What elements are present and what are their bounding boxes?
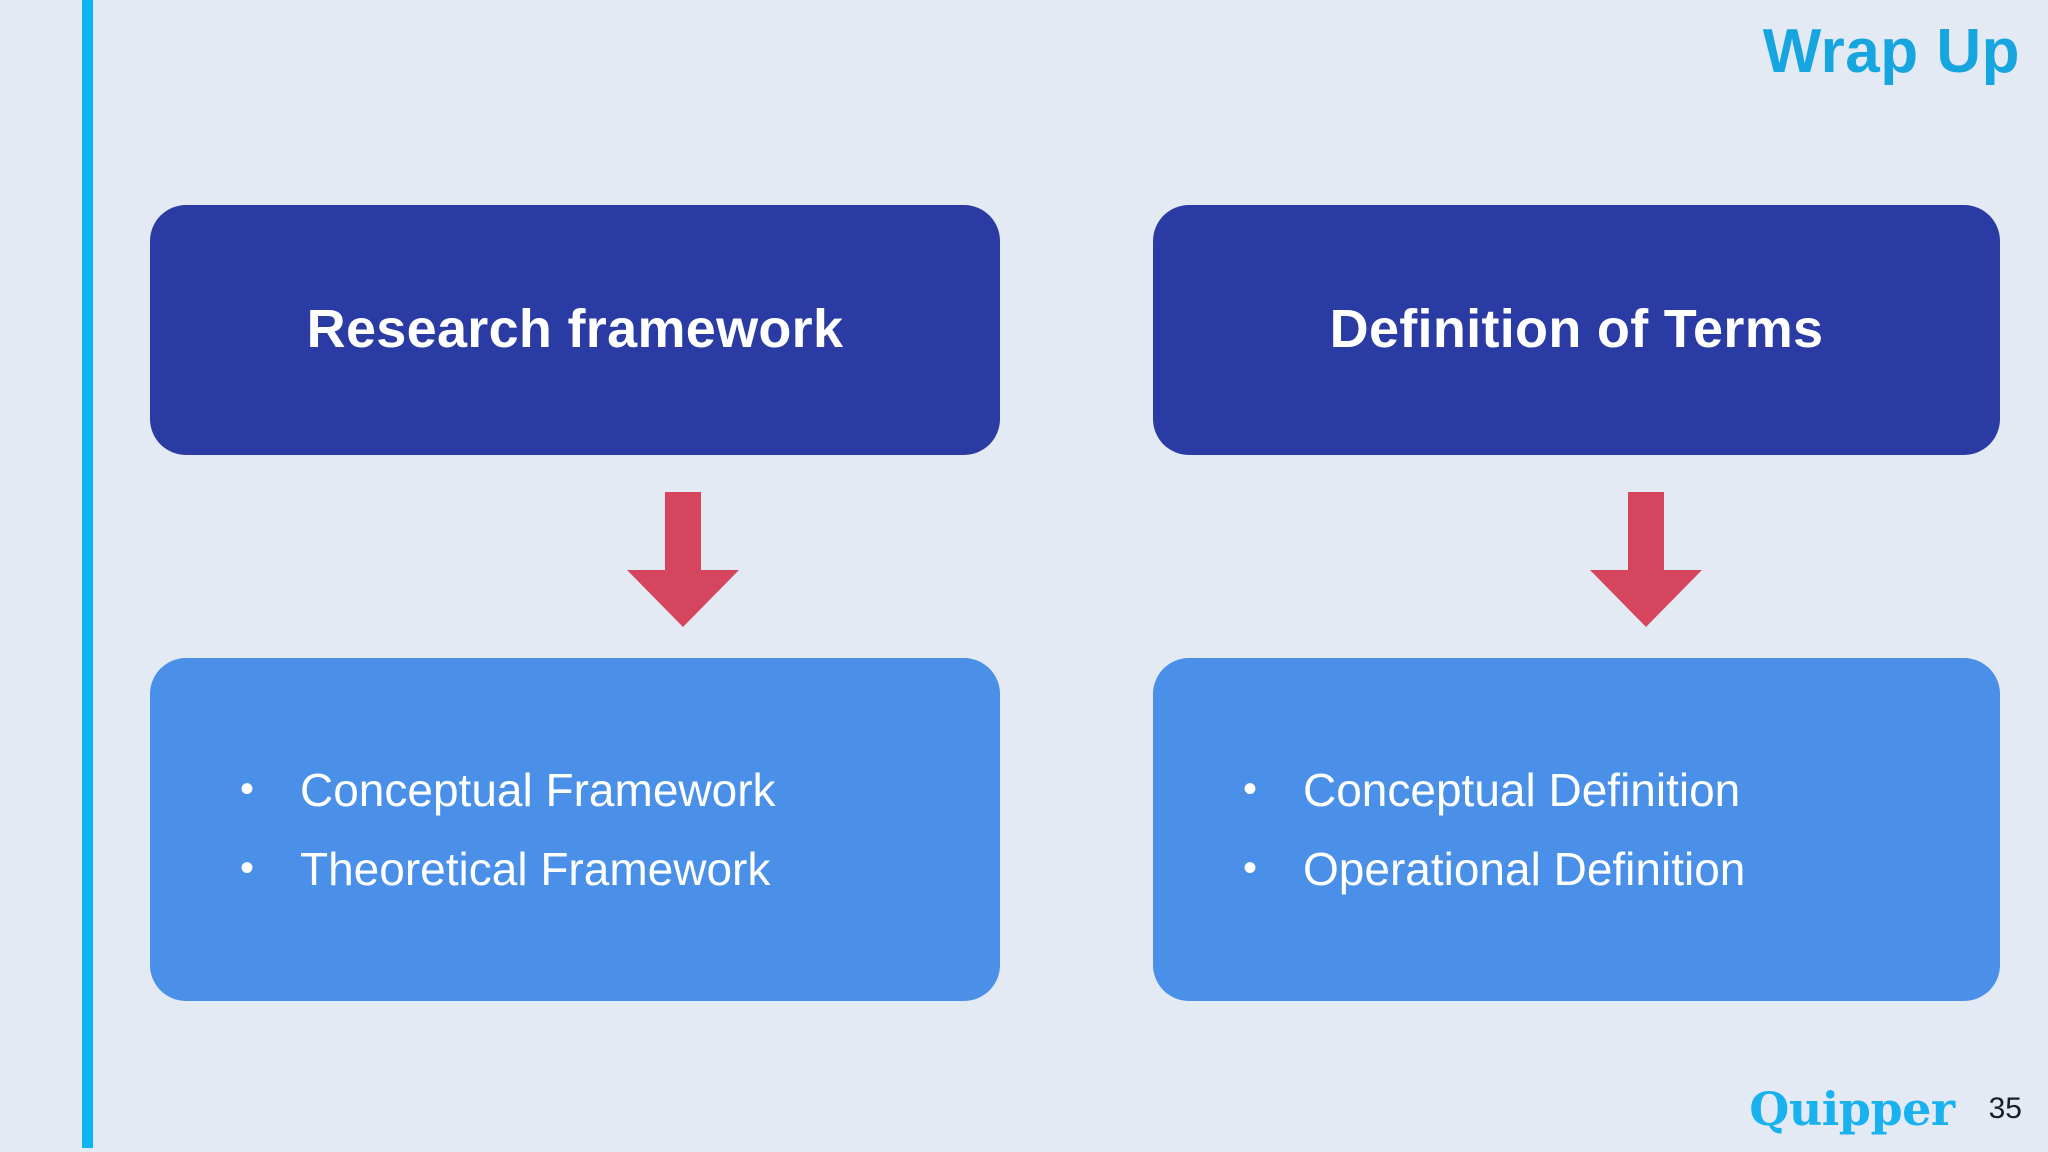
header-card-label: Definition of Terms	[1329, 299, 1824, 360]
list-item-label: Operational Definition	[1303, 842, 1746, 895]
body-card: • Conceptual Definition • Operational De…	[1153, 658, 2000, 1001]
bullet-icon: •	[240, 766, 255, 811]
column-definition-of-terms: Definition of Terms • Conceptual Definit…	[1153, 0, 2000, 1152]
slide-footer: Quipper 35	[1749, 1086, 2022, 1132]
page-number: 35	[1988, 1092, 2022, 1125]
list-item: • Conceptual Definition	[1243, 764, 2000, 817]
header-card-label: Research framework	[306, 299, 844, 360]
list-item-label: Conceptual Definition	[1303, 763, 1741, 816]
header-card: Definition of Terms	[1153, 205, 2000, 455]
column-research-framework: Research framework • Conceptual Framewor…	[150, 0, 1000, 1152]
list-item: • Conceptual Framework	[240, 764, 1000, 817]
down-arrow-icon	[1590, 492, 1702, 627]
list-item-label: Theoretical Framework	[300, 842, 771, 895]
bullet-icon: •	[1243, 766, 1258, 811]
bullet-icon: •	[240, 845, 255, 890]
body-card: • Conceptual Framework • Theoretical Fra…	[150, 658, 1000, 1001]
list-item-label: Conceptual Framework	[300, 763, 776, 816]
header-card: Research framework	[150, 205, 1000, 455]
list-item: • Operational Definition	[1243, 843, 2000, 896]
bullet-icon: •	[1243, 845, 1258, 890]
left-accent-bar	[82, 0, 93, 1148]
page-title: Wrap Up	[1762, 17, 2020, 86]
down-arrow-icon	[627, 492, 739, 627]
quipper-logo: Quipper	[1749, 1082, 1955, 1136]
list-item: • Theoretical Framework	[240, 843, 1000, 896]
